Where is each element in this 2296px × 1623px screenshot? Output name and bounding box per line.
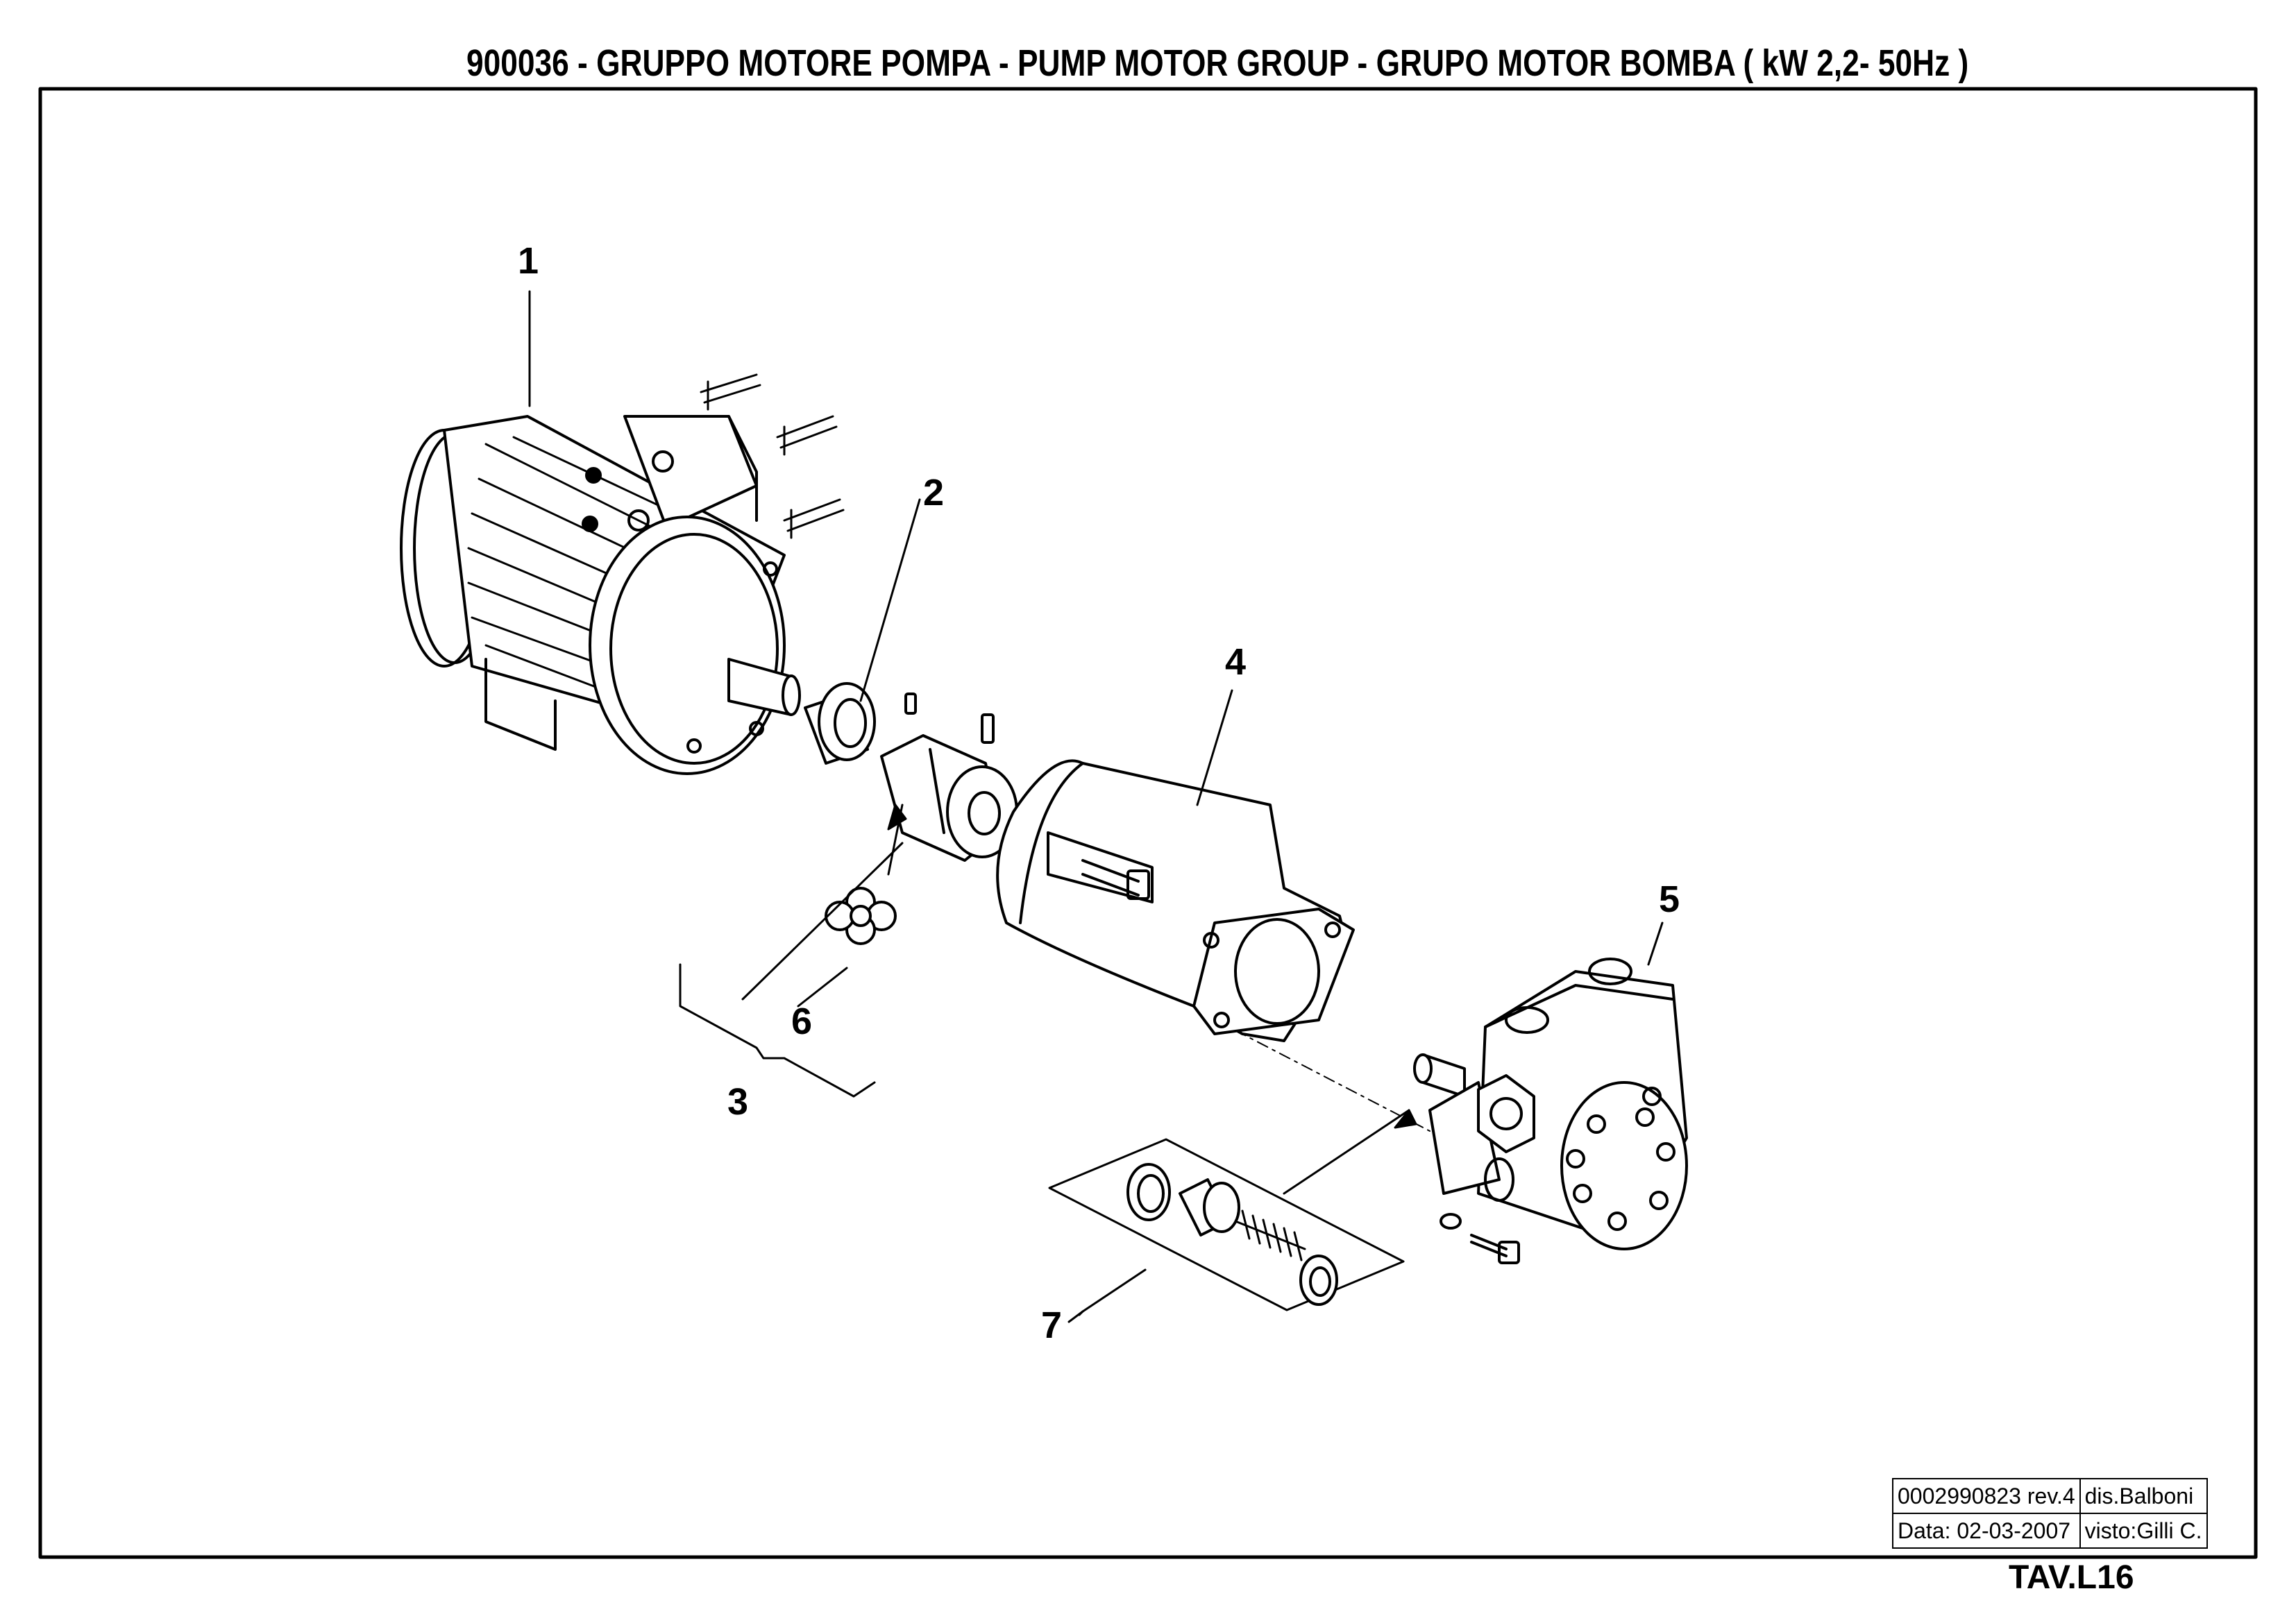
callout-7: 7 <box>1041 1305 1062 1346</box>
callout-6: 6 <box>791 1001 812 1042</box>
checked-by: visto:Gilli C. <box>2079 1513 2208 1549</box>
drawing-frame <box>38 87 2258 1559</box>
callout-5: 5 <box>1659 878 1680 920</box>
ring-part-2 <box>804 682 876 765</box>
callout-1: 1 <box>518 240 539 282</box>
leader-lines <box>528 290 1664 1323</box>
drawing-date: Data: 02-03-2007 <box>1892 1513 2081 1549</box>
title-block: 0002990823 rev.4 dis.Balboni Data: 02-03… <box>1892 1478 2208 1549</box>
drawing-number: 0002990823 rev.4 <box>1892 1478 2081 1514</box>
callout-3: 3 <box>727 1081 748 1123</box>
sheet-number: TAV.L16 <box>2009 1559 2134 1596</box>
designer: dis.Balboni <box>2079 1478 2208 1514</box>
pump-part-5 <box>1413 958 1688 1264</box>
valve-kit-part-7 <box>1048 1138 1405 1311</box>
callout-2: 2 <box>923 472 944 513</box>
callout-4: 4 <box>1225 641 1246 683</box>
drawing-title: 900036 - GRUPPO MOTORE POMPA - PUMP MOTO… <box>466 42 1969 84</box>
callout-labels: 1 2 3 4 5 6 7 <box>518 240 1680 1346</box>
bell-housing-part-4 <box>996 759 1355 1042</box>
coupling-part-3 <box>880 692 1018 862</box>
motor-part-1 <box>400 373 845 775</box>
spider-part-6 <box>825 887 897 945</box>
